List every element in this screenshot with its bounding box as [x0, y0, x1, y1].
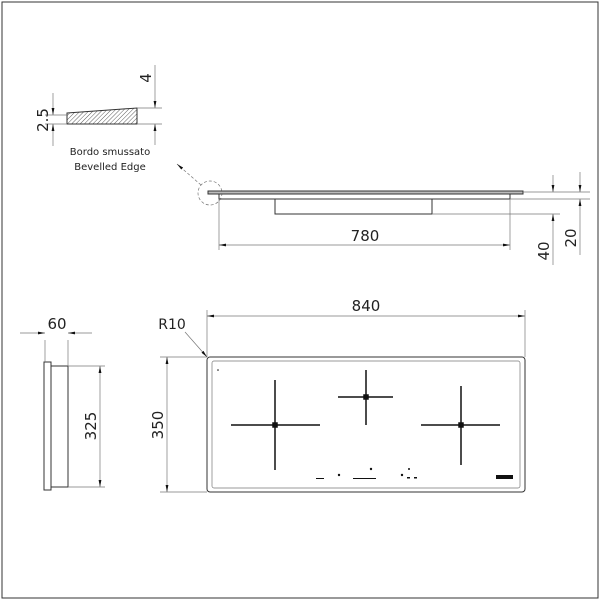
caption-italian: Bordo smussato	[70, 147, 150, 158]
hob-box	[274, 198, 433, 215]
dim-bevel-total: 4	[137, 73, 155, 83]
dim-side-width: 780	[351, 227, 380, 245]
dim-side-height-top: 20	[562, 228, 580, 247]
control-panel	[217, 369, 513, 479]
caption-english: Bevelled Edge	[74, 162, 145, 173]
dim-end-depth: 325	[82, 412, 100, 441]
dim-bevel-thickness: 2.5	[34, 108, 52, 132]
dim-top-depth: 350	[149, 411, 167, 440]
side-view: 780 40 20	[207, 172, 590, 265]
burner-left	[231, 380, 320, 470]
dim-top-width: 840	[352, 297, 381, 315]
dim-radius: R10	[158, 317, 186, 333]
bevel-section	[66, 107, 138, 125]
glass-top	[207, 190, 524, 195]
burner-right	[421, 386, 500, 465]
end-view: 60 325	[20, 315, 105, 491]
dim-side-height-total: 40	[535, 241, 553, 260]
detail-callout-arrow	[176, 163, 202, 186]
bevel-detail: 2.5 4 Bordo smussato Bevelled Edge	[34, 65, 162, 173]
burner-center	[338, 370, 393, 425]
top-view: 840 350 R10	[149, 297, 526, 493]
brand-logo	[496, 475, 513, 479]
dim-end-width: 60	[47, 315, 66, 333]
hob-body	[218, 193, 511, 200]
